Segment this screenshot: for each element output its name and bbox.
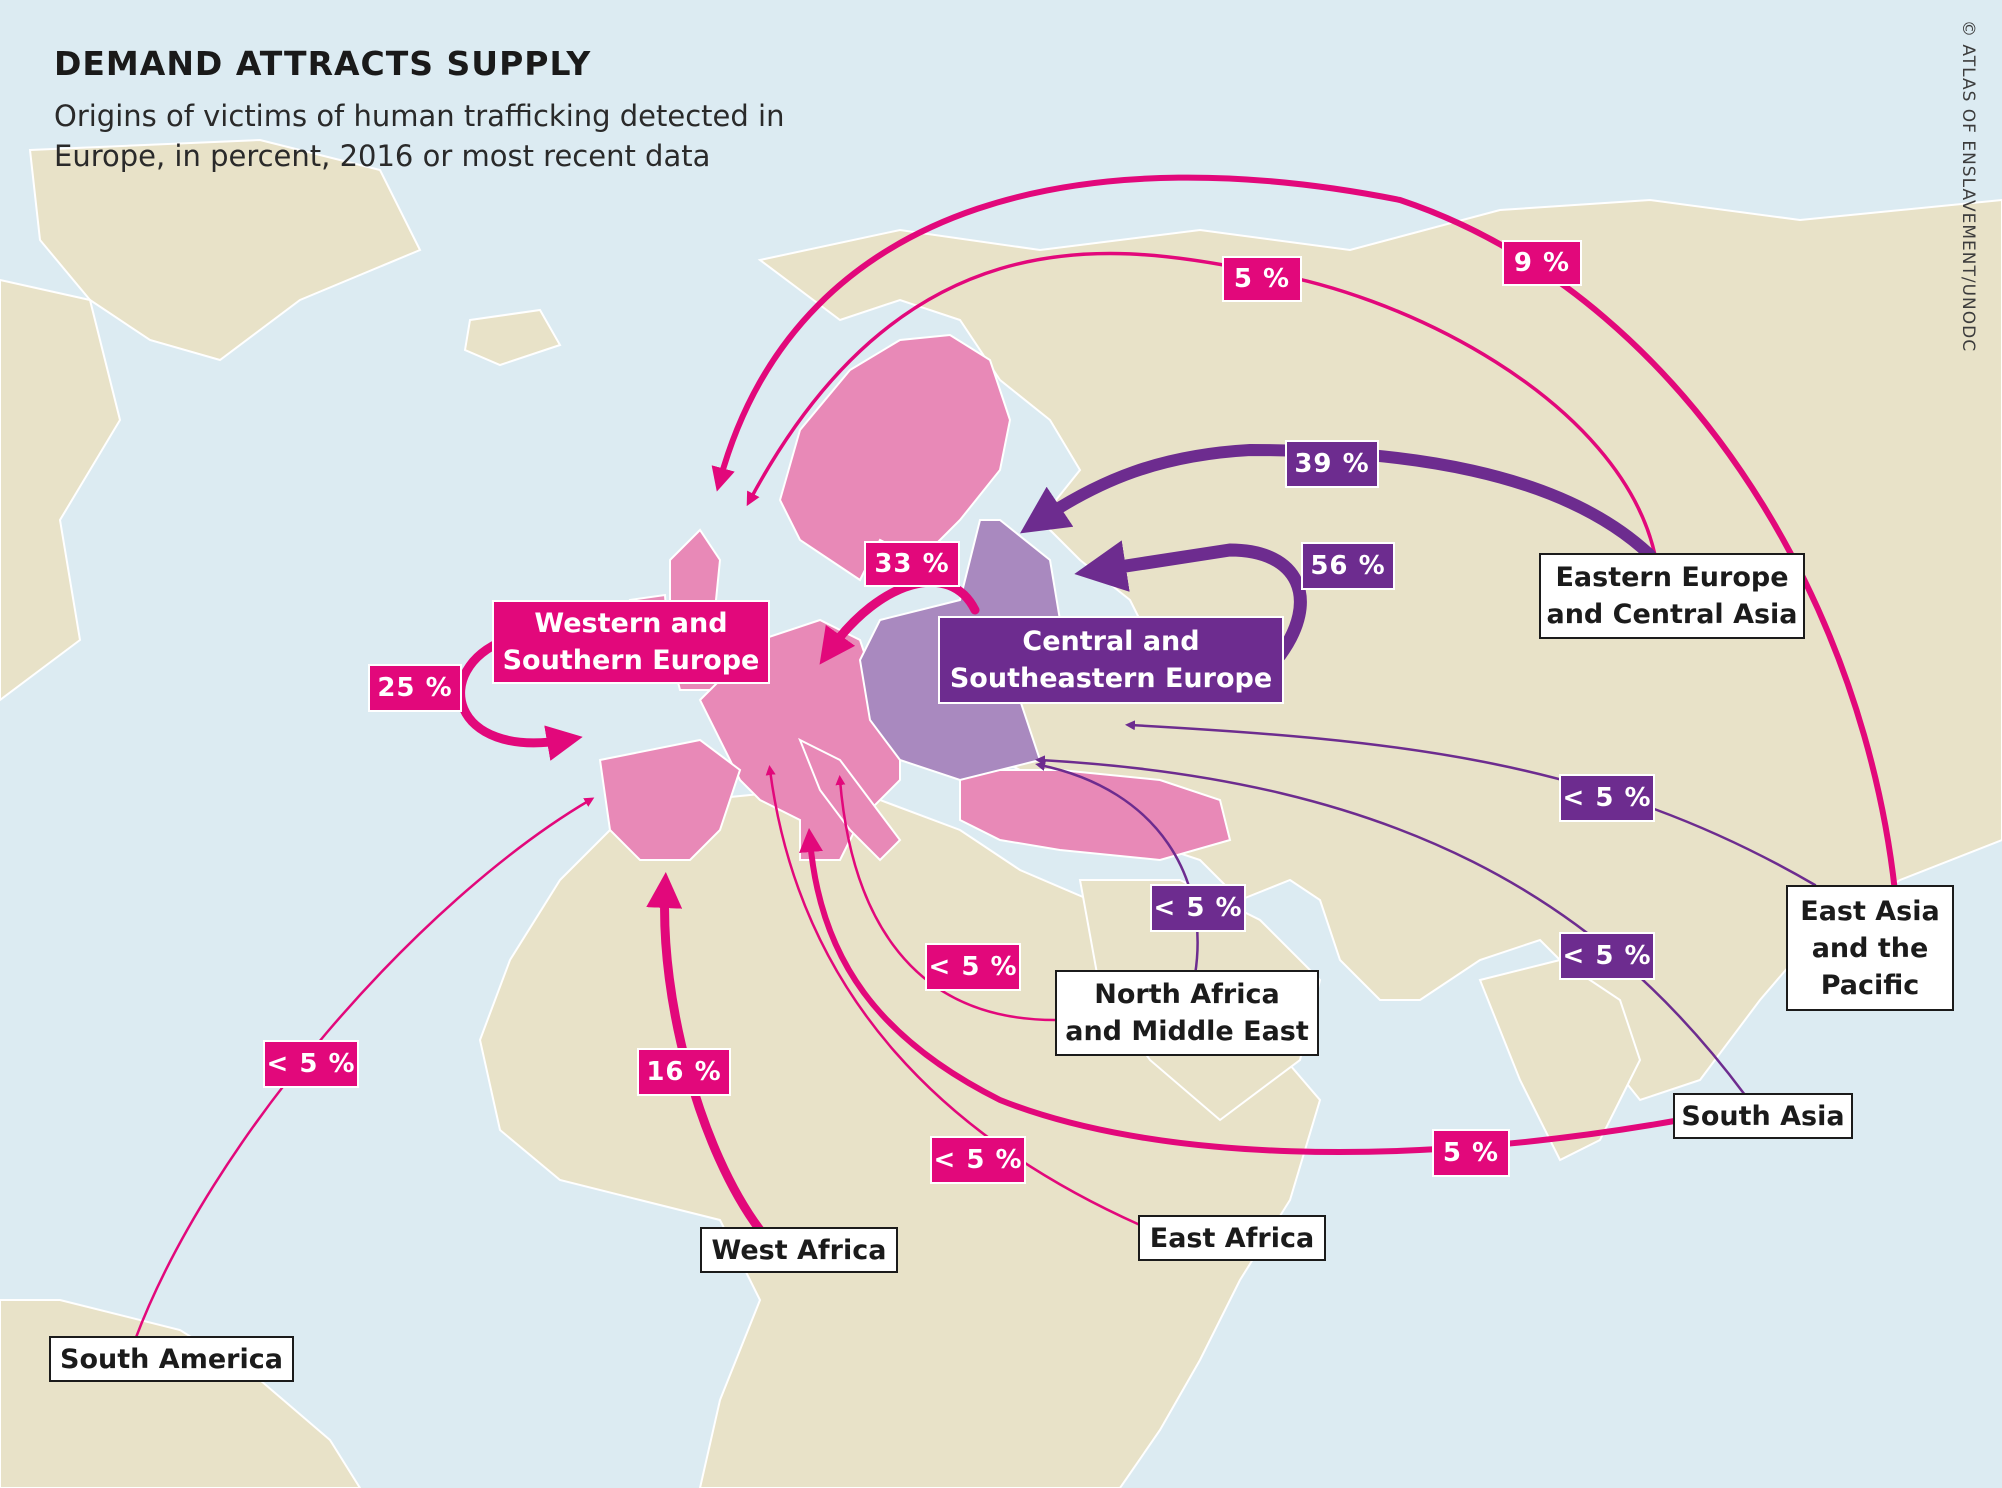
greenland (28, 138, 422, 362)
flow-central-central (1074, 540, 1307, 662)
label-east-asia-pacific: East Asia and the Pacific (1786, 885, 1954, 1011)
flow-south-asia-central (1035, 755, 1747, 1097)
pct-central-from-south-asia: < 5 % (1559, 932, 1655, 980)
north-america (0, 278, 122, 702)
pct-west-from-south-america: < 5 % (263, 1040, 359, 1088)
flow-eap-central (1125, 720, 1817, 887)
label-south-america: South America (49, 1336, 294, 1382)
label-eastern-europe-central-asia: Eastern Europe and Central Asia (1539, 553, 1805, 639)
flow-nafme-central (1035, 761, 1199, 977)
pct-central-from-nafme: < 5 % (1150, 884, 1246, 932)
flow-east-africa-west (765, 765, 1142, 1227)
map-subtitle: Origins of victims of human trafficking … (54, 99, 785, 173)
source-credit: © ATLAS OF ENSLAVEMENT/UNODC (1958, 20, 1978, 353)
label-west-africa: West Africa (700, 1227, 898, 1273)
pct-west-from-west: 25 % (368, 664, 462, 712)
label-east-africa: East Africa (1138, 1215, 1326, 1261)
flow-eap-west (711, 174, 1903, 988)
pct-west-from-eap: 9 % (1502, 240, 1582, 286)
scandinavia (778, 333, 1012, 582)
label-north-africa-middle-east: North Africa and Middle East (1055, 970, 1319, 1056)
flow-south-america-west (133, 797, 595, 1342)
flow-west-west (456, 635, 583, 761)
pct-west-from-east-africa: < 5 % (930, 1136, 1026, 1184)
pct-west-from-central: 33 % (864, 541, 960, 587)
pct-central-from-eap: < 5 % (1559, 774, 1655, 822)
flow-eeca-central (1020, 443, 1656, 561)
pct-west-from-nafme: < 5 % (925, 943, 1021, 991)
pct-west-from-south-asia: 5 % (1432, 1129, 1510, 1177)
pct-central-from-eeca: 39 % (1285, 440, 1379, 488)
label-western-southern-europe: Western and Southern Europe (492, 600, 770, 684)
flow-nafme-west (835, 775, 1057, 1022)
land-masses (0, 138, 2002, 1488)
flows-to-central (1020, 443, 1817, 1097)
iceland (463, 308, 562, 367)
eurasia (757, 198, 2002, 1102)
pct-west-from-eeca: 5 % (1222, 256, 1302, 302)
pct-west-from-west-africa: 16 % (637, 1048, 731, 1096)
map-title: DEMAND ATTRACTS SUPPLY (54, 44, 592, 83)
iberia (598, 738, 742, 861)
pct-central-from-central: 56 % (1301, 542, 1395, 590)
italy (798, 737, 902, 862)
label-south-asia: South Asia (1673, 1093, 1853, 1139)
label-central-southeastern-europe: Central and Southeastern Europe (938, 616, 1284, 704)
